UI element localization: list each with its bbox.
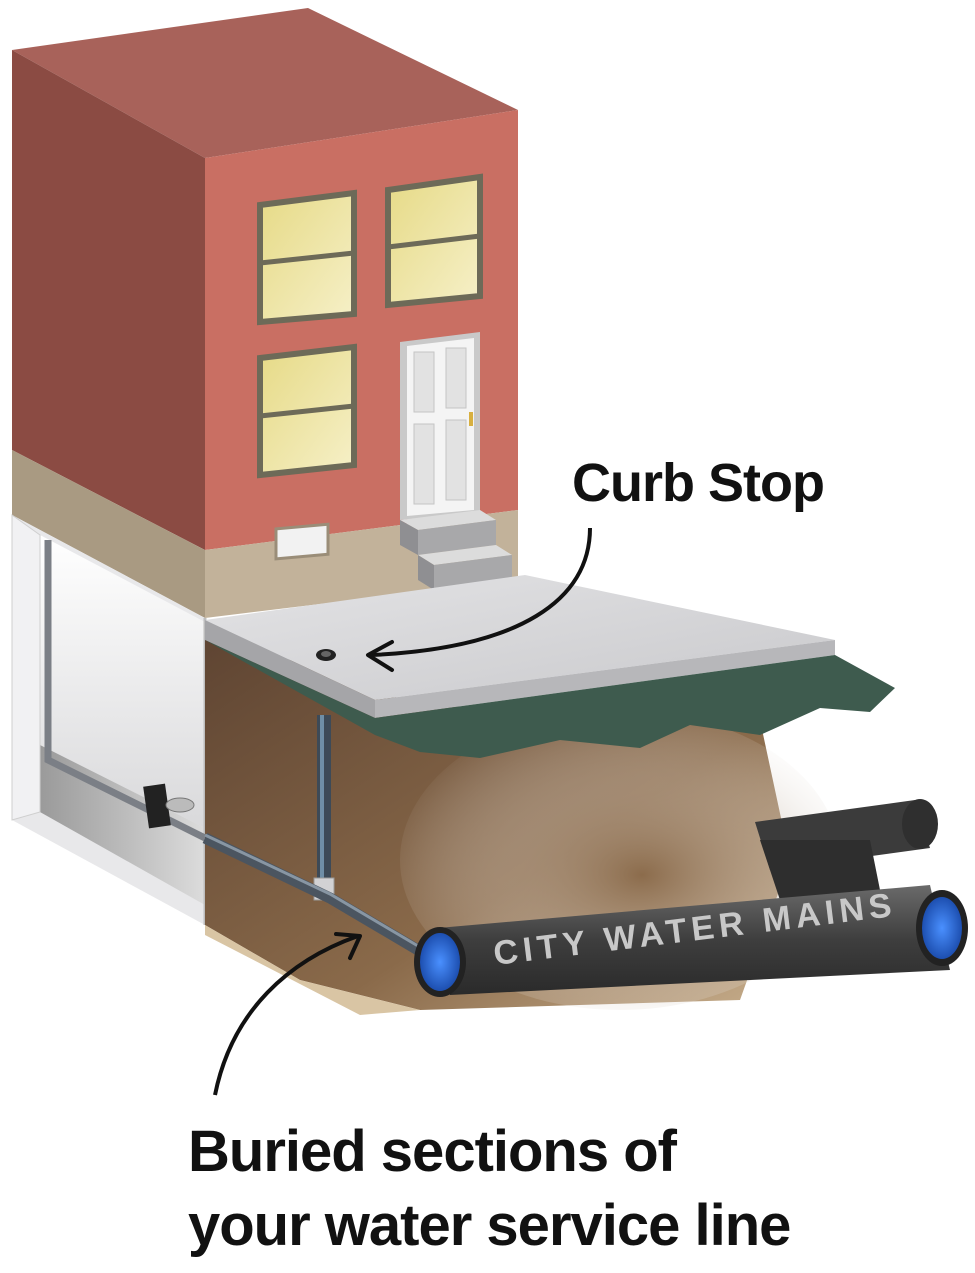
service-line-label-line1: Buried sections of: [188, 1119, 677, 1184]
service-line-label: Buried sections of your water service li…: [188, 1115, 791, 1263]
arrow-to-curb-stop-icon: [366, 527, 592, 672]
arrow-to-service-line-icon: [213, 932, 362, 1096]
service-line-label-line2: your water service line: [188, 1193, 791, 1258]
curb-stop-valve-icon: [316, 649, 336, 661]
window-upper-right: [385, 173, 483, 309]
basement-pipe: [44, 540, 207, 842]
building-roof: [12, 8, 518, 158]
water-meter-icon: [143, 783, 171, 829]
door-knob-icon: [469, 412, 473, 426]
building-side-wall: [12, 50, 205, 550]
water-service-line: [202, 715, 421, 955]
foundation-side: [12, 450, 205, 618]
window-lower-left: [257, 343, 357, 479]
curb-stop-label: Curb Stop: [572, 453, 825, 513]
front-door: [400, 332, 480, 520]
window-upper-left: [257, 189, 357, 326]
basement-cutaway: [11, 514, 207, 925]
sidewalk: [205, 575, 895, 758]
foundation-vent: [274, 522, 330, 561]
